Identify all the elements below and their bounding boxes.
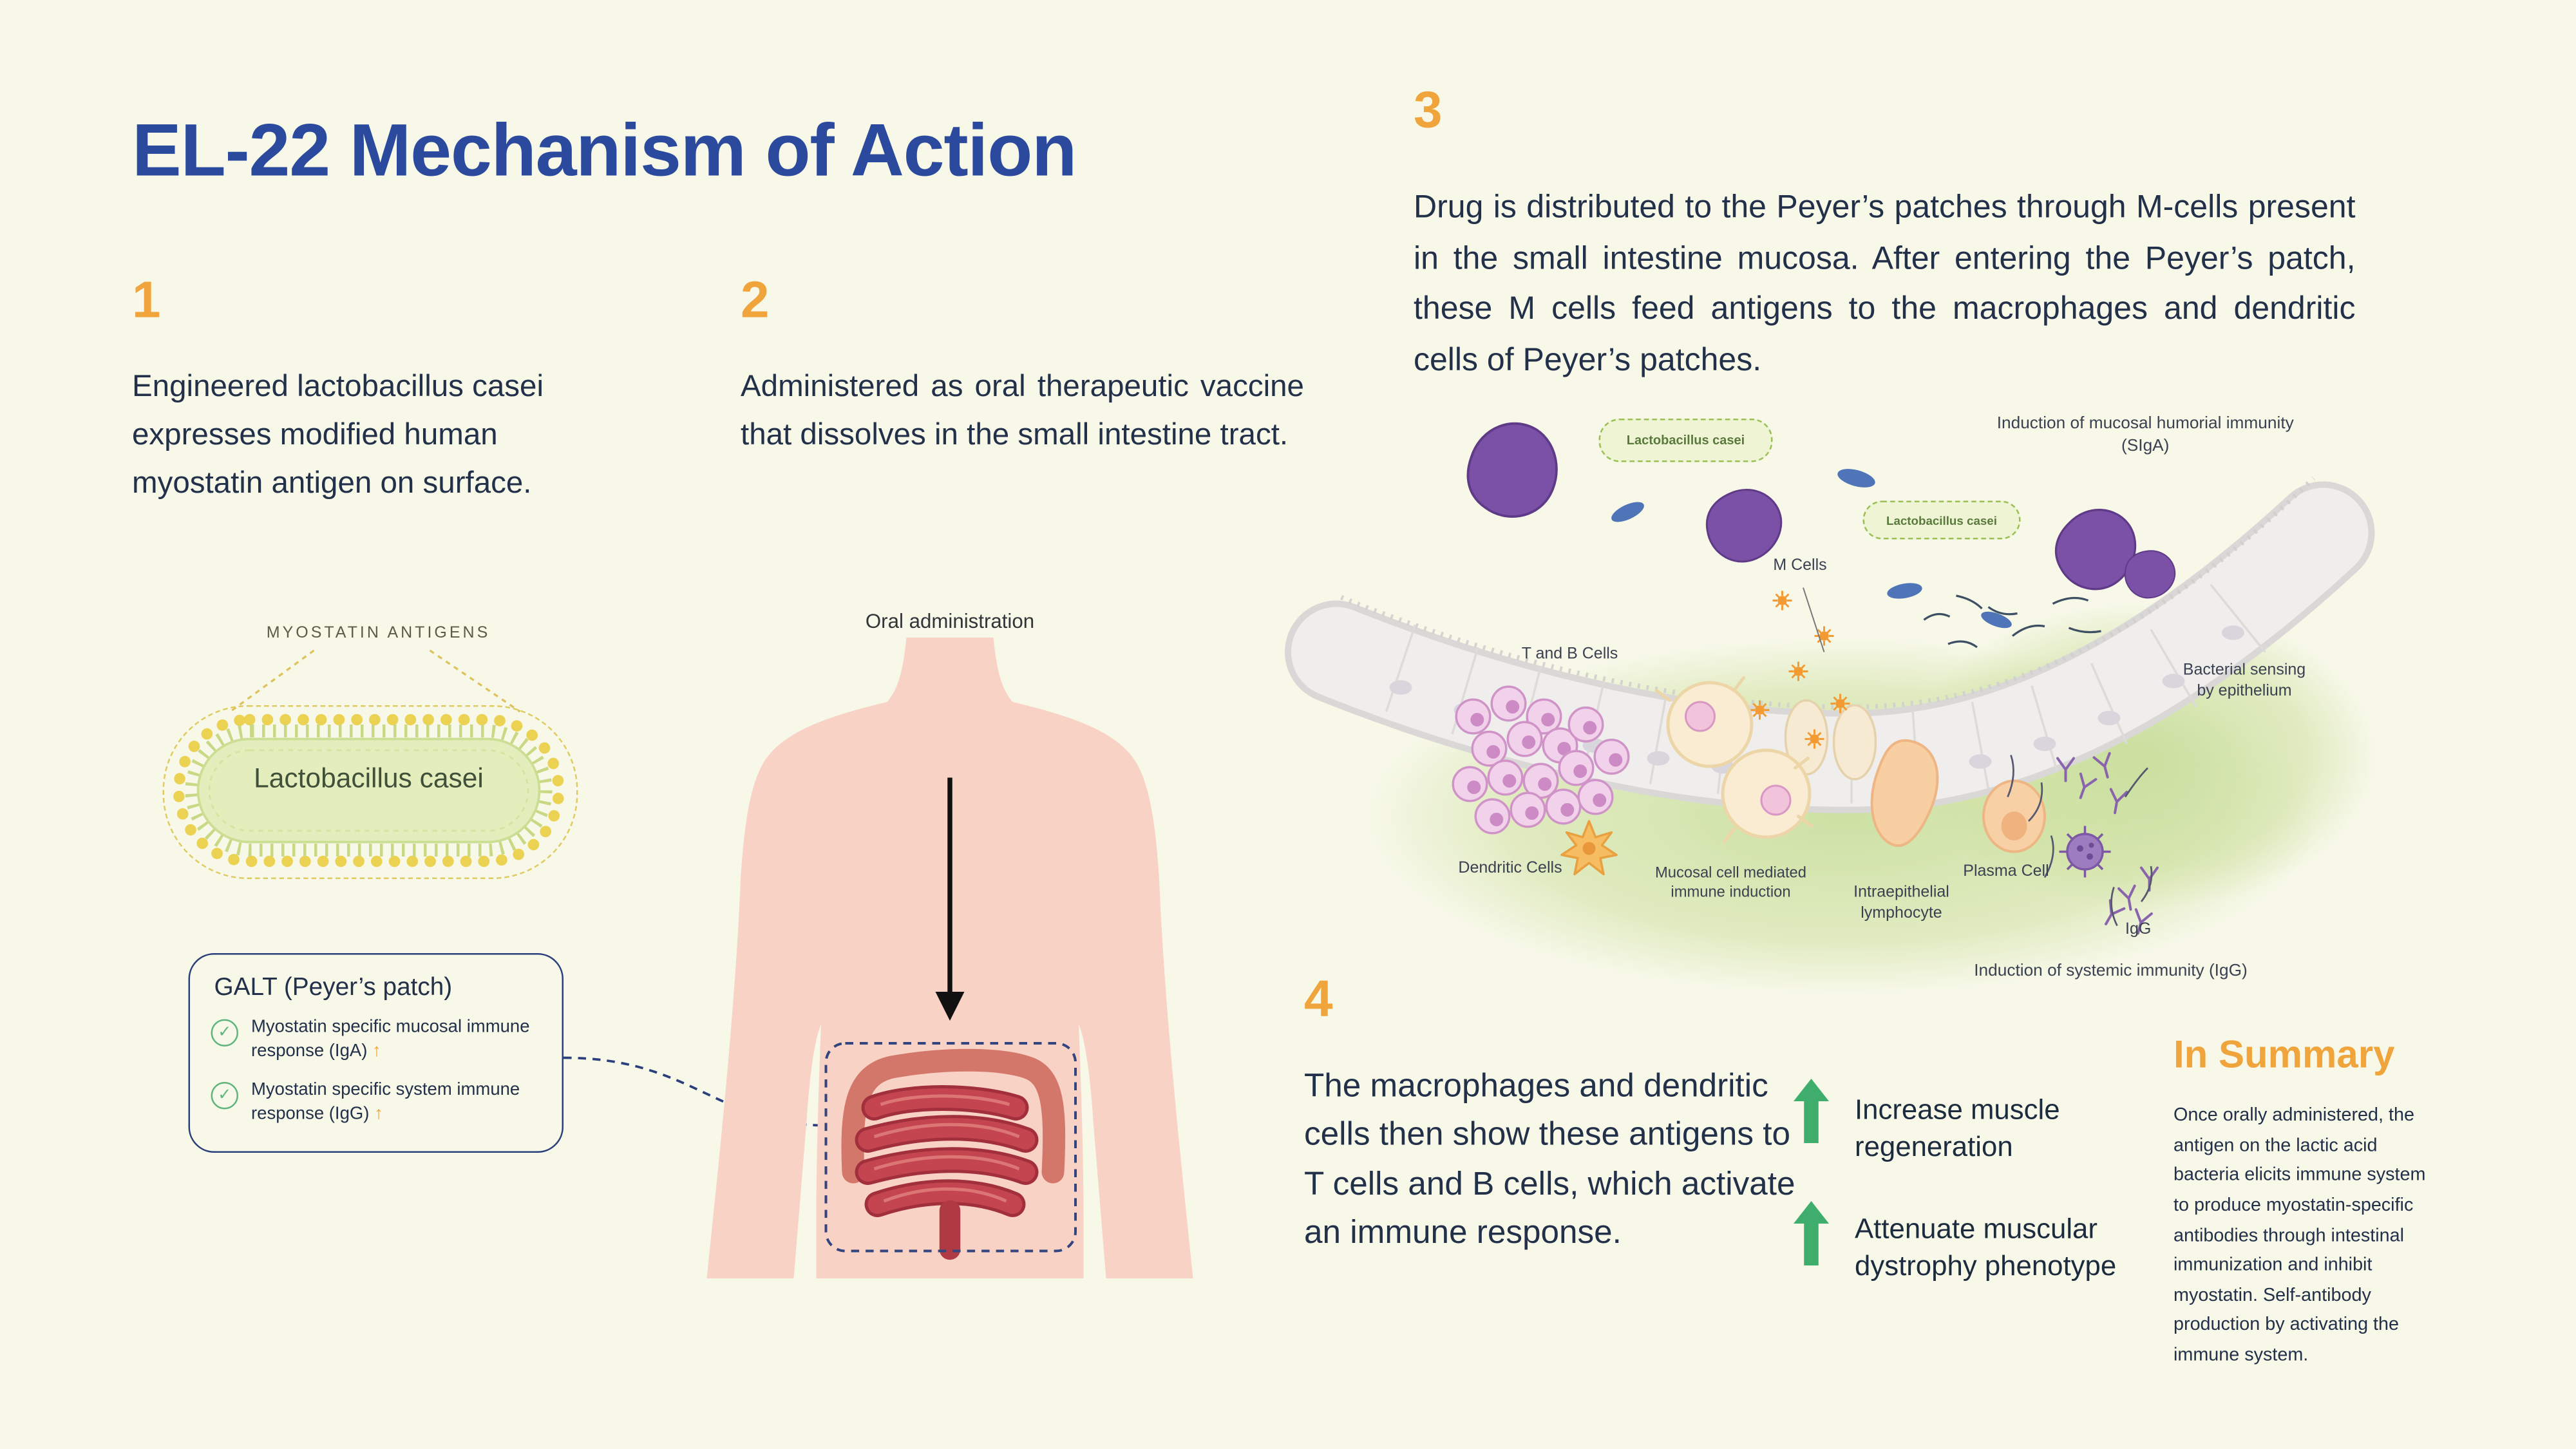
- step-4-text: The macrophages and dendritic cells then…: [1304, 1067, 1795, 1251]
- intestine-focus-box: [824, 1042, 1077, 1253]
- m-cell-shapes: [1784, 699, 1877, 781]
- lactobacillus-chip: Lactobacillus casei: [1862, 500, 2021, 540]
- dendritic-cells-label: Dendritic Cells: [1458, 860, 1562, 878]
- galt-item-text: Myostatin specific system immune respons…: [251, 1079, 520, 1124]
- igg-label: IgG: [2125, 921, 2152, 939]
- bacteria-name-label: Lactobacillus casei: [254, 763, 484, 794]
- systemic-immunity-label: Induction of systemic immunity (IgG): [1974, 961, 2248, 981]
- flagellate-bacteria: [1923, 594, 2101, 649]
- check-icon: ✓: [211, 1081, 238, 1109]
- human-body-figure: [685, 638, 1216, 1278]
- galt-item-iga: ✓ Myostatin specific mucosal immune resp…: [211, 1016, 542, 1066]
- step-1-number: 1: [132, 270, 161, 328]
- intestine-illustration: [841, 1048, 1066, 1260]
- pili-ring: [185, 724, 553, 857]
- up-arrow-icon: [1794, 1201, 1829, 1265]
- blue-bacteria: [1611, 469, 2012, 629]
- swallow-arrow: [935, 777, 965, 1021]
- step-4-number: 4: [1304, 969, 1333, 1027]
- check-icon: ✓: [211, 1019, 238, 1046]
- step-2-number: 2: [741, 270, 770, 328]
- bacterium-inner-border: [208, 749, 529, 832]
- intraepithelial-lymphocyte-shape: [1870, 739, 1939, 848]
- mucosal-induction-label: Mucosal cell mediated immune induction: [1655, 864, 1806, 902]
- plasma-cell-shape: [1982, 779, 2046, 853]
- lactobacillus-capsule-art: [173, 649, 565, 867]
- galt-item-text: Myostatin specific mucosal immune respon…: [251, 1018, 530, 1062]
- antigen-dot-ring: [173, 714, 565, 867]
- lactobacillus-figure: MYOSTATIN ANTIGENS Lactobacillus casei: [153, 625, 604, 914]
- plasma-cell-label: Plasma Cell: [1963, 863, 2049, 881]
- lactobacillus-chip: Lactobacillus casei: [1598, 419, 1773, 462]
- intraepithelial-label: Intraepithelial lymphocyte: [1853, 884, 1949, 923]
- myostatin-antigens-label: MYOSTATIN ANTIGENS: [266, 625, 491, 643]
- step-2-text: Administered as oral therapeutic vaccine…: [741, 370, 1304, 453]
- up-arrow-icon: ↑: [372, 1042, 381, 1062]
- macrophage-cells: [1655, 676, 1813, 844]
- up-arrow-icon: [1794, 1079, 1829, 1143]
- galt-item-igg: ✓ Myostatin specific system immune respo…: [211, 1078, 542, 1128]
- galt-box: GALT (Peyer’s patch) ✓ Myostatin specifi…: [188, 953, 564, 1152]
- antigen-pointer-lines: [229, 649, 521, 713]
- bacterial-sensing-label: Bacterial sensing by epithelium: [2183, 661, 2306, 701]
- igg-plasma-cell: [2059, 826, 2111, 878]
- t-b-cells-label: T and B Cells: [1521, 645, 1618, 664]
- outcome-increase-regeneration: Increase muscle regeneration: [1855, 1093, 2060, 1163]
- stromal-lines: [2007, 755, 2153, 927]
- outcome-attenuate-dystrophy: Attenuate muscular dystrophy phenotype: [1855, 1212, 2117, 1282]
- step-3-number: 3: [1414, 80, 1443, 138]
- up-arrow-icon: ↑: [374, 1104, 383, 1124]
- galt-title: GALT (Peyer’s patch): [214, 974, 453, 1002]
- peyers-patch-diagram: Induction of mucosal humorial immunity (…: [1285, 395, 2375, 1007]
- m-cells-label: M Cells: [1773, 557, 1827, 575]
- page-title: EL-22 Mechanism of Action: [132, 108, 1077, 192]
- dendritic-cell-shape: [1560, 820, 1618, 876]
- summary-title: In Summary: [2174, 1034, 2395, 1077]
- m-cells-leader-line: [1803, 587, 1825, 652]
- step-1-text: Engineered lactobacillus casei expresses…: [132, 370, 544, 501]
- siga-label: Induction of mucosal humorial immunity (…: [1996, 413, 2294, 455]
- summary-text: Once orally administered, the antigen on…: [2174, 1106, 2426, 1366]
- capsule-dashed-outline: [162, 705, 578, 879]
- oral-administration-label: Oral administration: [865, 610, 1035, 633]
- step-3-text: Drug is distributed to the Peyer’s patch…: [1414, 190, 2356, 378]
- bacterium-body: [196, 737, 541, 844]
